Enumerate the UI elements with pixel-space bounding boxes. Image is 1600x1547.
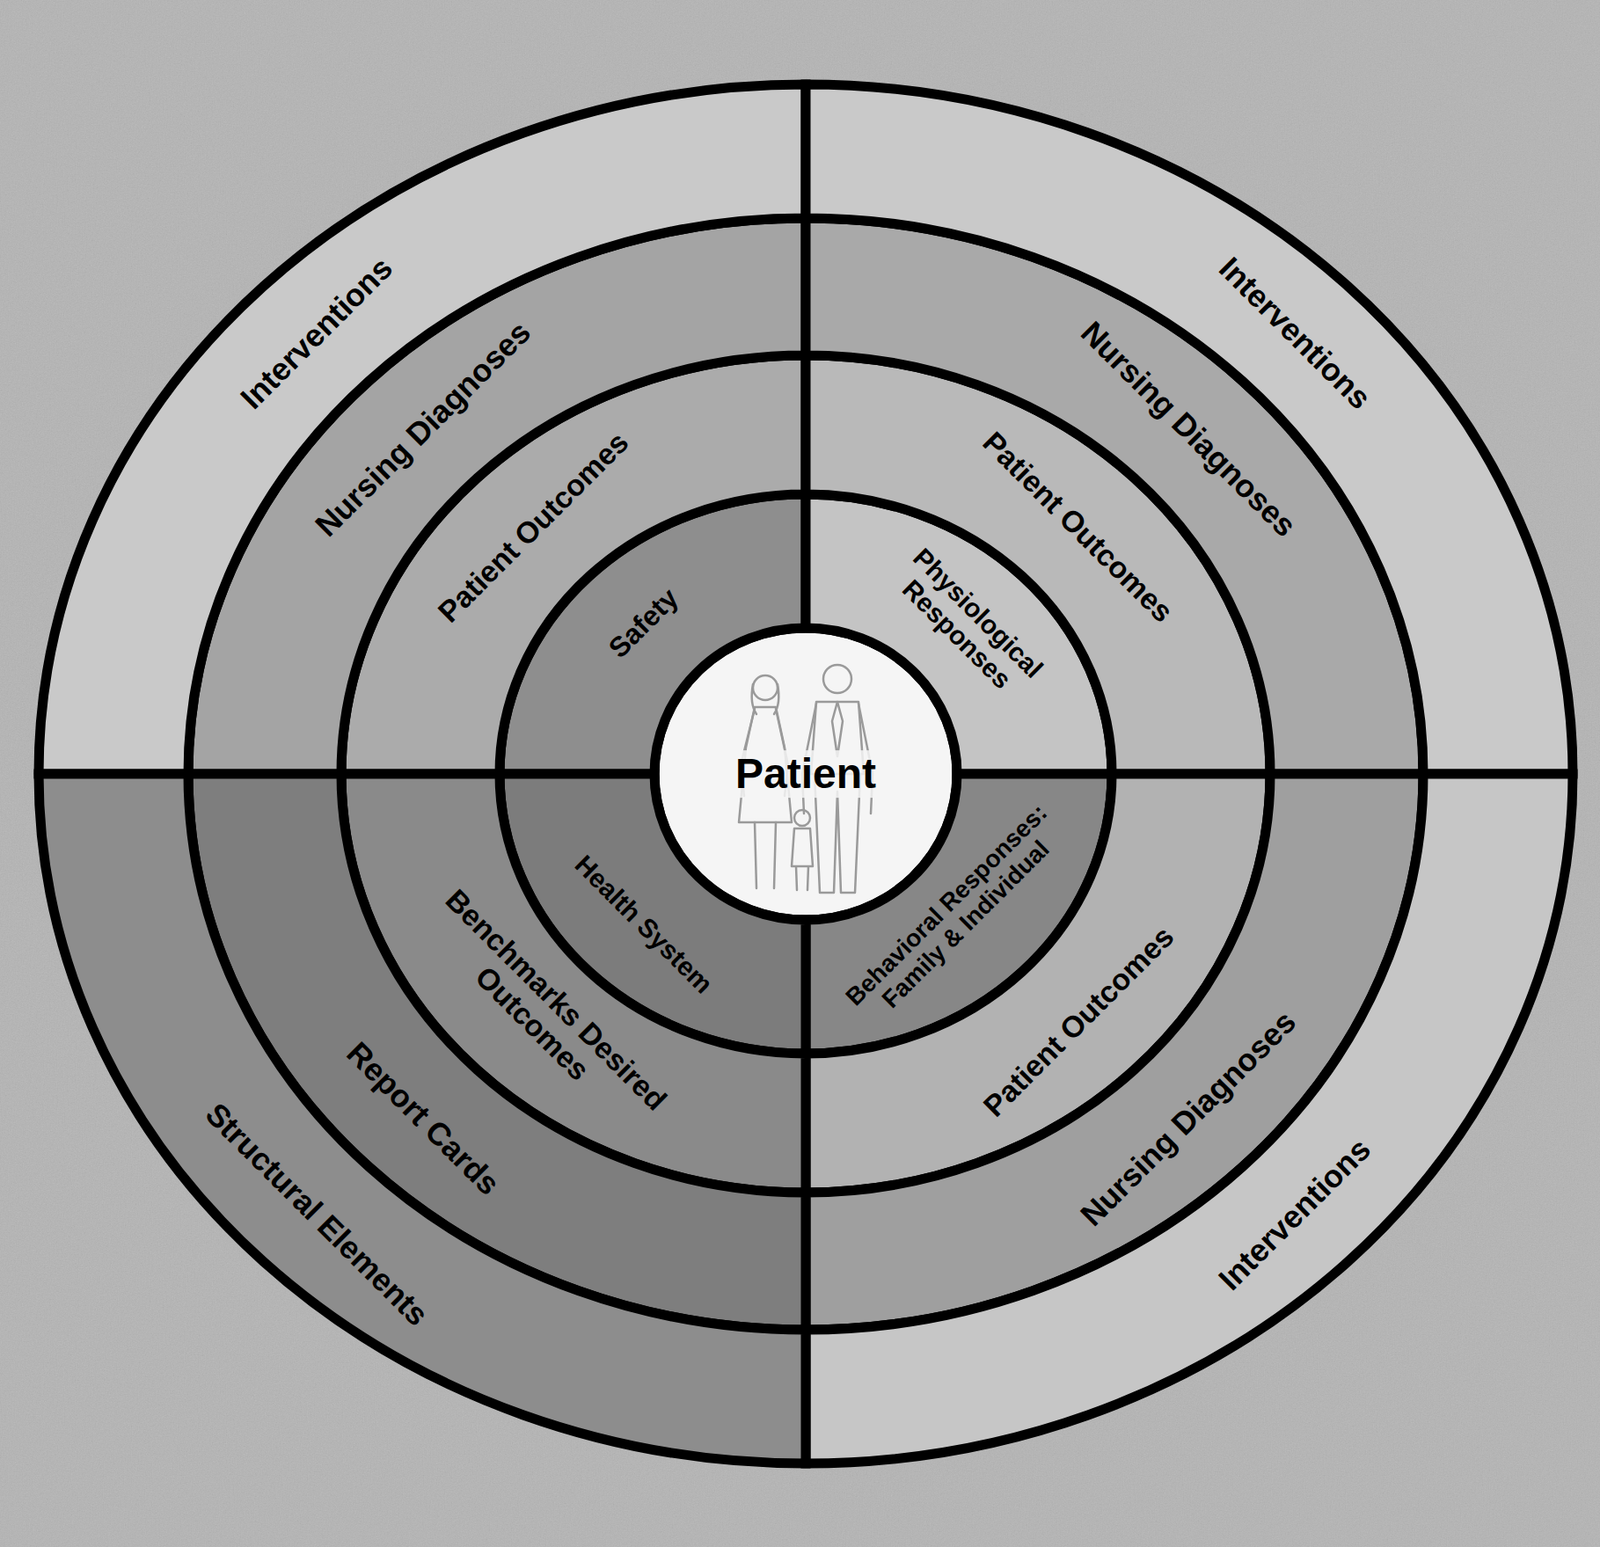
ring-sector xyxy=(805,774,1271,1193)
people-figure xyxy=(814,774,861,893)
label-holder: Nursing Diagnoses xyxy=(1073,314,1303,544)
segment-label: Patient Outcomes xyxy=(431,425,636,629)
segment-label: Interventions xyxy=(233,250,399,417)
ring-sector xyxy=(805,774,1112,1054)
people-figure xyxy=(802,703,873,814)
people-figure xyxy=(823,664,852,694)
people-figure xyxy=(752,684,780,715)
center-disc xyxy=(654,628,958,921)
people-figure xyxy=(794,810,811,826)
label-holder: Nursing Diagnoses xyxy=(308,314,538,544)
people-figure xyxy=(810,701,864,775)
ring-sector xyxy=(499,494,806,775)
ring-sector xyxy=(805,494,1112,775)
ring-sector xyxy=(188,774,806,1330)
ring-sector xyxy=(805,774,1573,1464)
people-figure xyxy=(754,822,776,889)
people-figure xyxy=(738,707,792,823)
segment-label: Interventions xyxy=(1212,1131,1378,1297)
people-figure xyxy=(740,708,789,797)
people-figure xyxy=(752,675,778,701)
segment-label: Benchmarks Desired Outcomes xyxy=(409,875,680,1147)
label-holder: Behavioral Responses: Family & Individua… xyxy=(837,796,1076,1035)
segment-label: Patient Outcomes xyxy=(976,425,1180,629)
label-holder: Safety xyxy=(603,582,686,665)
label-holder: Health System xyxy=(569,849,719,1000)
segment-label: Health System xyxy=(569,849,719,1000)
ring-sector xyxy=(805,774,1424,1330)
label-holder: Patient Outcomes xyxy=(976,425,1180,629)
label-holder: Report Cards xyxy=(339,1035,507,1203)
segment-label: Behavioral Responses: Family & Individua… xyxy=(837,796,1076,1035)
people-figure xyxy=(791,828,813,891)
segment-label: Nursing Diagnoses xyxy=(1073,314,1303,544)
label-holder: Interventions xyxy=(233,250,399,417)
segment-label: Structural Elements xyxy=(197,1095,435,1333)
ring-sector xyxy=(805,218,1424,775)
segment-label: Nursing Diagnoses xyxy=(1073,1003,1303,1233)
ring-sector xyxy=(38,774,806,1464)
label-holder: Physiological Responses xyxy=(869,525,1067,723)
ring-sector xyxy=(805,355,1271,775)
ring-sector xyxy=(805,84,1573,775)
label-holder: Interventions xyxy=(1212,1131,1378,1297)
segment-label: Safety xyxy=(603,582,686,665)
label-holder: Patient Outcomes xyxy=(431,425,636,629)
segment-label: Patient Outcomes xyxy=(976,919,1180,1123)
segment-label: Report Cards xyxy=(339,1035,507,1203)
label-holder: Interventions xyxy=(1212,250,1378,417)
ring-sector xyxy=(341,355,806,775)
people-figure xyxy=(832,701,843,757)
segment-label: Interventions xyxy=(1212,250,1378,417)
label-holder: Patient xyxy=(730,750,882,798)
ring-sector xyxy=(341,774,806,1193)
label-holder: Nursing Diagnoses xyxy=(1073,1003,1303,1233)
ring-sector xyxy=(499,774,806,1054)
label-holder: Patient Outcomes xyxy=(976,919,1180,1123)
ring-sector xyxy=(188,218,806,775)
segment-label: Physiological Responses xyxy=(869,525,1067,723)
ring-sector xyxy=(38,84,806,775)
center-label: Patient xyxy=(730,750,882,798)
segment-label: Nursing Diagnoses xyxy=(308,314,538,544)
label-holder: Structural Elements xyxy=(197,1095,435,1333)
label-holder: Benchmarks Desired Outcomes xyxy=(409,875,680,1147)
